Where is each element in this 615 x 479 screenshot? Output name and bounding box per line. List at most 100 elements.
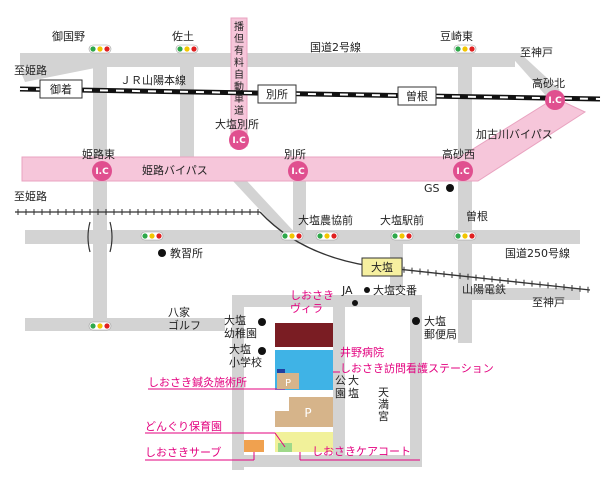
station-gochaku-label: 御着: [50, 82, 72, 96]
ic-takasago-nishi-mark: I.C: [456, 167, 470, 177]
jr-sanyo-line: [19, 86, 601, 102]
road-vertical-1: [93, 53, 107, 318]
sanyo-label: 山陽電鉄: [462, 282, 506, 296]
ic-bessho-label: 別所: [284, 148, 306, 161]
donguri-leader-2: [274, 432, 286, 448]
landmark-post-office: 大塩郵便局: [424, 314, 457, 341]
station-bessho: 別所: [257, 84, 297, 104]
parking-large-gap: [275, 397, 289, 411]
intersection-sone: 曽根: [466, 209, 488, 223]
road-facility-mid: [333, 295, 345, 455]
traffic-signal-icon: [390, 231, 414, 241]
rail-ties: [17, 209, 589, 293]
ic-oshio-bessho-label: 大塩別所: [215, 117, 259, 131]
ic-takasago-kita-label: 高砂北: [532, 76, 565, 90]
facility-visiting-nurse: しおさき訪問看護ステーション: [340, 361, 494, 375]
parking-large-label: P: [304, 406, 311, 420]
to-himeji-top-label: 至姫路: [14, 63, 47, 77]
facility-hospital: 井野病院: [340, 345, 384, 359]
landmark-elementary: 大塩小学校: [229, 342, 262, 369]
facility-care-court: しおさきケアコート: [312, 445, 411, 458]
serve-building: [244, 440, 264, 452]
facility-villa: しおさきヴィラ: [290, 289, 334, 315]
road-diagonal: [232, 180, 300, 238]
station-gochaku: 御着: [39, 79, 83, 99]
intersection-oshio-ekimae: 大塩駅前: [380, 213, 424, 227]
route2-east-road: [508, 53, 560, 98]
parking-small: [277, 373, 299, 389]
landmark-gs: GS: [424, 182, 440, 195]
gs-dot: [446, 184, 454, 192]
ic-bessho-mark: I.C: [291, 167, 305, 177]
landmark-park: 大塩公園: [335, 373, 359, 400]
traffic-signals: [88, 44, 477, 331]
traffic-signal-icon: [175, 44, 199, 54]
landmark-tenmangu: 天満宮: [378, 386, 389, 423]
post-dot: [412, 317, 420, 325]
bridge-left-mark: [87, 221, 91, 253]
road-facility-north: [232, 295, 422, 307]
ic-takasago-nishi-label: 高砂西: [442, 147, 475, 161]
traffic-signal-icon: [140, 231, 164, 241]
landmark-koban: 大塩交番: [373, 283, 417, 297]
ic-takasago-kita-mark: I.C: [548, 96, 562, 106]
himeji-bypass: [21, 97, 587, 182]
ic-bessho: I.C 別所: [284, 148, 308, 181]
station-bessho-label: 別所: [266, 88, 288, 101]
traffic-signal-icon: [453, 231, 477, 241]
kakogawa-bypass-label: 加古川バイパス: [476, 128, 553, 141]
road-facility-left: [232, 295, 244, 470]
station-oshio: 大塩: [361, 257, 403, 277]
to-himeji-mid-label: 至姫路: [14, 189, 47, 203]
jr-line-label: ＪＲ山陽本線: [120, 73, 186, 87]
landmark-kyoikusho: 教習所: [170, 247, 203, 260]
road-vertical-2: [180, 53, 194, 168]
road-facility-right: [410, 295, 422, 455]
to-kobe-top-label: 至神戸: [520, 45, 553, 59]
intersection-oshio-nokyo: 大塩農協前: [298, 213, 353, 227]
landmark-golf: 八家ゴルフ: [168, 305, 201, 332]
road-lower-west: [25, 318, 225, 331]
road-vertical-3: [458, 53, 472, 343]
intersection-sado: 佐土: [172, 29, 194, 43]
ic-oshio-bessho-mark: I.C: [232, 136, 246, 146]
ic-takasago-kita: I.C 高砂北: [532, 76, 565, 110]
route2-road: [20, 53, 515, 67]
road-vertical-4: [293, 180, 306, 240]
landmark-ja: JA: [341, 284, 353, 297]
donguri-building: [278, 443, 292, 452]
route2-label: 国道2号線: [310, 40, 361, 54]
parking-small-label: P: [285, 378, 291, 389]
ic-himeji-higashi-label: 姫路東: [82, 147, 115, 161]
elementary-dot: [258, 347, 266, 355]
acupuncture-building: [277, 369, 285, 375]
road-facility-south: [232, 455, 422, 467]
kindergarten-dot: [258, 318, 266, 326]
koban-dot: [364, 287, 370, 293]
landmark-kindergarten: 大塩幼稚園: [224, 313, 257, 340]
road-network: [20, 53, 580, 470]
facility-donguri: どんぐり保育園: [145, 419, 222, 433]
villa-building: [275, 323, 333, 347]
traffic-signal-icon: [88, 44, 112, 54]
ic-takasago-nishi: I.C 高砂西: [442, 147, 475, 181]
ic-himeji-higashi: I.C 姫路東: [82, 147, 115, 181]
ja-dot: [352, 300, 358, 306]
intersection-gokokuya: 御国野: [52, 29, 85, 43]
road-south-east: [470, 288, 580, 300]
kyoikusho-dot: [158, 249, 166, 257]
road-northwest: [20, 55, 95, 82]
ic-himeji-higashi-mark: I.C: [95, 167, 109, 177]
bridge-right-mark: [109, 221, 113, 253]
to-kobe-bottom-label: 至神戸: [532, 295, 565, 309]
himeji-bypass-label: 姫路バイパス: [142, 163, 208, 177]
ic-oshio-bessho: I.C 大塩別所: [215, 117, 259, 150]
banyan-expressway-label: 播但有料自動車道: [234, 20, 244, 117]
route250-label: 国道250号線: [505, 246, 570, 260]
station-oshio-label: 大塩: [371, 260, 393, 274]
intersection-tozaki-higashi: 豆崎東: [440, 29, 473, 43]
facility-serve: しおさきサーブ: [145, 445, 221, 459]
station-sone-label: 曽根: [406, 89, 428, 103]
traffic-signal-icon: [453, 44, 477, 54]
